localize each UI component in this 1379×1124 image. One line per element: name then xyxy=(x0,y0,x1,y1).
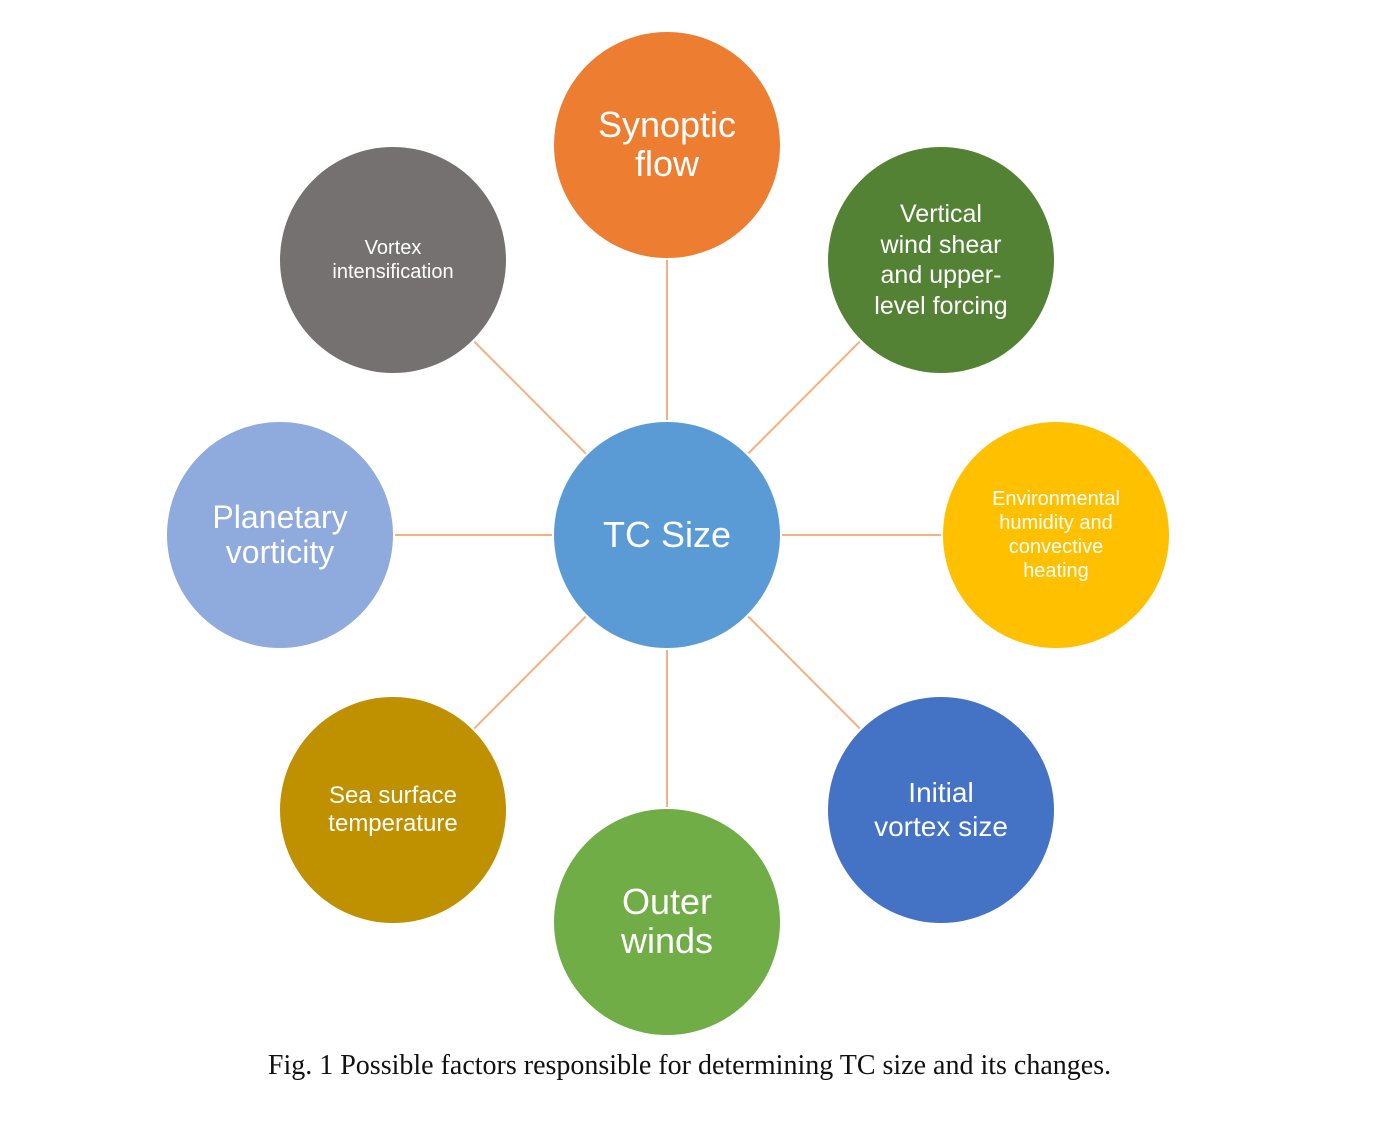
factor-node-outer-winds: Outer winds xyxy=(554,809,780,1035)
factor-node-sea-surface-temperature: Sea surface temperature xyxy=(280,697,506,923)
center-node-tc-size-label: TC Size xyxy=(602,514,732,556)
factor-node-vertical-wind-shear-label: Vertical wind shear and upper- level for… xyxy=(874,200,1008,320)
factor-node-initial-vortex-size: Initial vortex size xyxy=(828,697,1054,923)
factor-node-planetary-vorticity-label: Planetary vorticity xyxy=(212,498,348,570)
factor-node-environmental-humidity: Environmental humidity and convective he… xyxy=(943,422,1169,648)
factor-node-vortex-intensification: Vortex intensification xyxy=(280,147,506,373)
factor-node-vertical-wind-shear: Vertical wind shear and upper- level for… xyxy=(828,147,1054,373)
center-node-tc-size: TC Size xyxy=(554,422,780,648)
factor-node-environmental-humidity-label: Environmental humidity and convective he… xyxy=(992,488,1120,582)
connector-vertical-wind-shear xyxy=(747,340,861,455)
factor-node-sea-surface-temperature-label: Sea surface temperature xyxy=(328,781,458,837)
connector-sea-surface-temperature xyxy=(473,615,587,730)
factor-node-planetary-vorticity: Planetary vorticity xyxy=(167,422,393,648)
factor-node-vortex-intensification-label: Vortex intensification xyxy=(332,237,454,283)
factor-node-outer-winds-label: Outer winds xyxy=(620,881,714,961)
factor-node-synoptic-flow: Synoptic flow xyxy=(554,32,780,258)
figure-caption: Fig. 1 Possible factors responsible for … xyxy=(267,1050,1112,1081)
connector-vortex-intensification xyxy=(473,340,587,455)
factor-node-synoptic-flow-label: Synoptic flow xyxy=(597,104,737,184)
connector-initial-vortex-size xyxy=(747,615,861,730)
factor-node-initial-vortex-size-label: Initial vortex size xyxy=(874,777,1008,842)
